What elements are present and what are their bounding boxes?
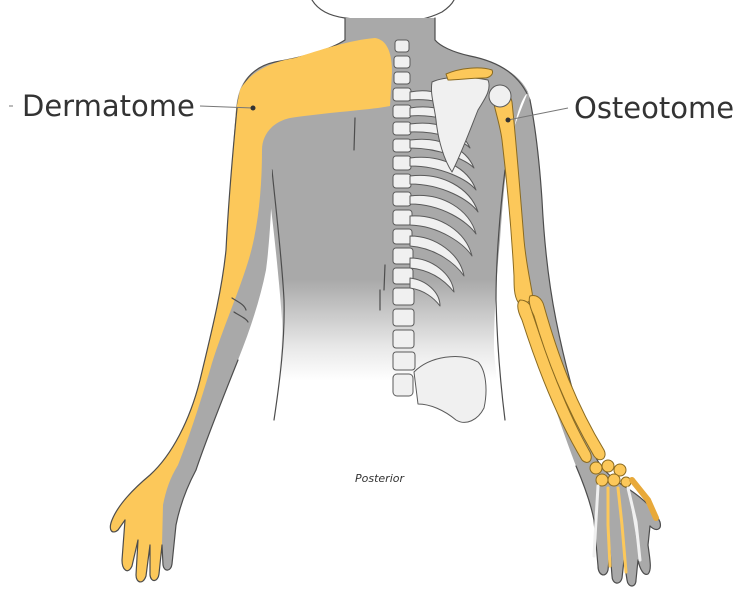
radius	[528, 295, 606, 461]
dermatome-label: Dermatome	[22, 89, 195, 123]
view-label: Posterior	[355, 472, 405, 485]
osteotome-leader	[505, 107, 569, 123]
dermatome-leader	[199, 105, 256, 111]
humeral-head	[488, 84, 512, 108]
scapula	[431, 76, 490, 173]
skeleton	[392, 39, 659, 574]
osteotome-label: Osteotome	[574, 91, 734, 125]
pelvis	[413, 356, 487, 423]
ribcage	[409, 90, 479, 307]
left-arm	[109, 38, 392, 583]
dermatome-region	[110, 38, 392, 582]
spine	[392, 39, 416, 397]
wrist-bones	[589, 459, 632, 488]
clavicle	[445, 67, 493, 81]
hand-bones	[592, 477, 659, 574]
